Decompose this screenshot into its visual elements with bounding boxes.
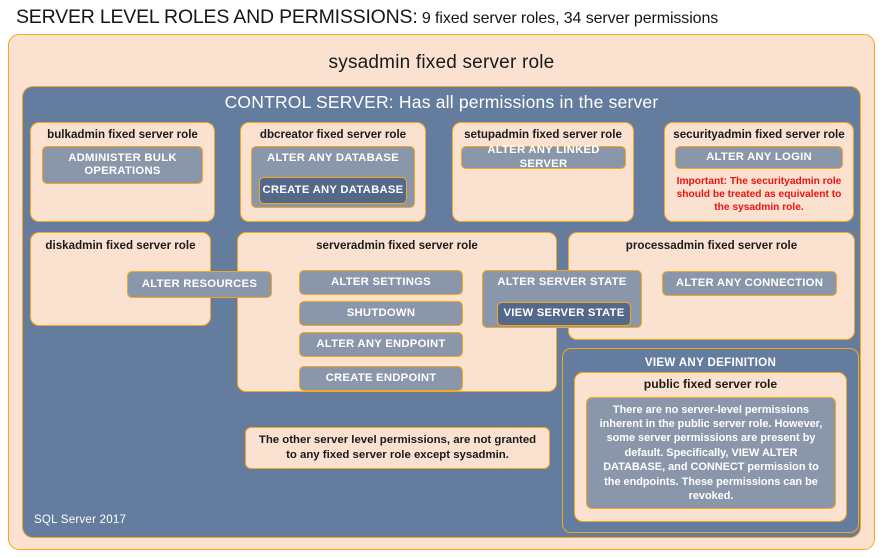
other-permissions-note: The other server level permissions, are … <box>245 427 550 469</box>
permission-alter-any-linked-server[interactable]: ALTER ANY LINKED SERVER <box>461 144 626 170</box>
role-box-setupadmin <box>452 122 634 222</box>
role-label-processadmin: processadmin fixed server role <box>625 239 798 252</box>
permission-administer-bulk-operations[interactable]: ADMINISTER BULK OPERATIONS <box>42 146 203 184</box>
public-role-note: There are no server-level permissions in… <box>586 397 836 509</box>
permission-alter-settings[interactable]: ALTER SETTINGS <box>299 270 463 295</box>
permission-create-endpoint[interactable]: CREATE ENDPOINT <box>299 366 463 391</box>
permission-view-server-state[interactable]: VIEW SERVER STATE <box>497 302 631 326</box>
role-label-diskadmin: diskadmin fixed server role <box>45 239 196 252</box>
control-server-label: CONTROL SERVER: Has all permissions in t… <box>224 92 659 112</box>
sysadmin-role-label: sysadmin fixed server role <box>328 52 555 73</box>
page-title-strong: SERVER LEVEL ROLES AND PERMISSIONS: <box>16 6 418 28</box>
role-label-bulkadmin: bulkadmin fixed server role <box>47 128 198 141</box>
securityadmin-warning-text: Important: The securityadmin role should… <box>676 176 842 214</box>
role-box-securityadmin <box>664 122 854 222</box>
permission-shutdown[interactable]: SHUTDOWN <box>299 301 463 326</box>
permission-alter-resources[interactable]: ALTER RESOURCES <box>127 271 272 298</box>
permission-alter-any-login[interactable]: ALTER ANY LOGIN <box>675 146 843 169</box>
permission-create-any-database[interactable]: CREATE ANY DATABASE <box>259 177 407 204</box>
permission-alter-any-connection[interactable]: ALTER ANY CONNECTION <box>662 271 837 296</box>
page-title: SERVER LEVEL ROLES AND PERMISSIONS: 9 fi… <box>16 6 876 34</box>
role-label-securityadmin: securityadmin fixed server role <box>673 128 845 141</box>
permission-alter-any-endpoint[interactable]: ALTER ANY ENDPOINT <box>299 332 463 357</box>
footer-version-label: SQL Server 2017 <box>34 513 127 526</box>
role-label-setupadmin: setupadmin fixed server role <box>464 128 622 141</box>
role-label-serveradmin: serveradmin fixed server role <box>316 239 478 252</box>
role-label-public: public fixed server role <box>643 377 778 391</box>
permission-view-any-definition[interactable]: VIEW ANY DEFINITION <box>644 356 777 369</box>
page-title-rest: 9 fixed server roles, 34 server permissi… <box>417 10 719 27</box>
role-label-dbcreator: dbcreator fixed server role <box>259 128 407 141</box>
